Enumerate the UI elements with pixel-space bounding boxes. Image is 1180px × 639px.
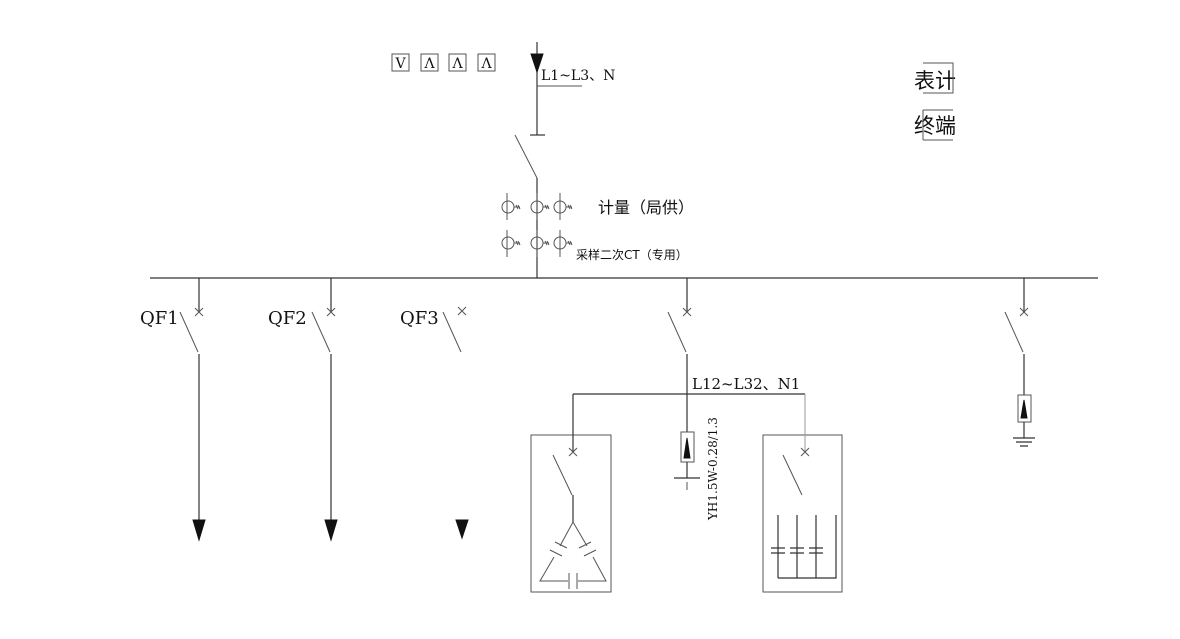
outgoing-arrow-icon (324, 519, 338, 542)
meter-boxes: V Λ Λ Λ (391, 53, 496, 72)
outgoing-arrow-icon (455, 519, 469, 540)
incoming-arrow-icon (530, 53, 544, 74)
metering-ct-label: 计量（局供） (598, 198, 694, 217)
arrester-model-label: YH1.5W-0.28/1.3 (706, 417, 720, 521)
meter-label: 表计 (914, 69, 956, 93)
meter-box-v (391, 53, 410, 72)
feeder-qf2: QF2 (268, 278, 338, 542)
outgoing-arrow-icon (192, 519, 206, 542)
sampling-ct-label: 采样二次CT（专用） (576, 247, 688, 262)
ground-icon (1013, 437, 1035, 447)
meter-label: Λ (480, 56, 492, 72)
capacitor-branch-label: L12~L32、N1 (692, 375, 800, 393)
capacitor-feeder: L12~L32、N1 YH1.5W-0.28/1.3 (530, 278, 843, 593)
meter-label: Λ (423, 56, 435, 72)
feeder-qf3: QF3 (400, 306, 469, 540)
meter-box-a3 (477, 53, 496, 72)
current-transformers: 计量（局供） 采样二次CT（专用） (501, 193, 694, 262)
meter-label: V (394, 56, 406, 72)
arrester-icon (683, 437, 691, 459)
arrester-icon (1020, 399, 1028, 419)
capacitor-cabinet-star (762, 434, 843, 593)
meter-box-a1 (420, 53, 439, 72)
capacitor-cabinet-delta (530, 434, 612, 593)
feeder-label: QF2 (268, 308, 307, 329)
incoming-label: L1~L3、N (541, 68, 615, 84)
main-switch (514, 134, 538, 179)
feeder-label: QF1 (140, 308, 179, 329)
incoming-line: L1~L3、N (514, 42, 615, 278)
meter-label: Λ (451, 56, 463, 72)
right-labels: 表计 终端 (914, 62, 956, 141)
arrester-feeder (1004, 278, 1035, 447)
meter-box-a2 (448, 53, 467, 72)
feeder-label: QF3 (400, 308, 439, 329)
feeder-qf1: QF1 (140, 278, 206, 542)
terminal-label: 终端 (914, 114, 956, 138)
